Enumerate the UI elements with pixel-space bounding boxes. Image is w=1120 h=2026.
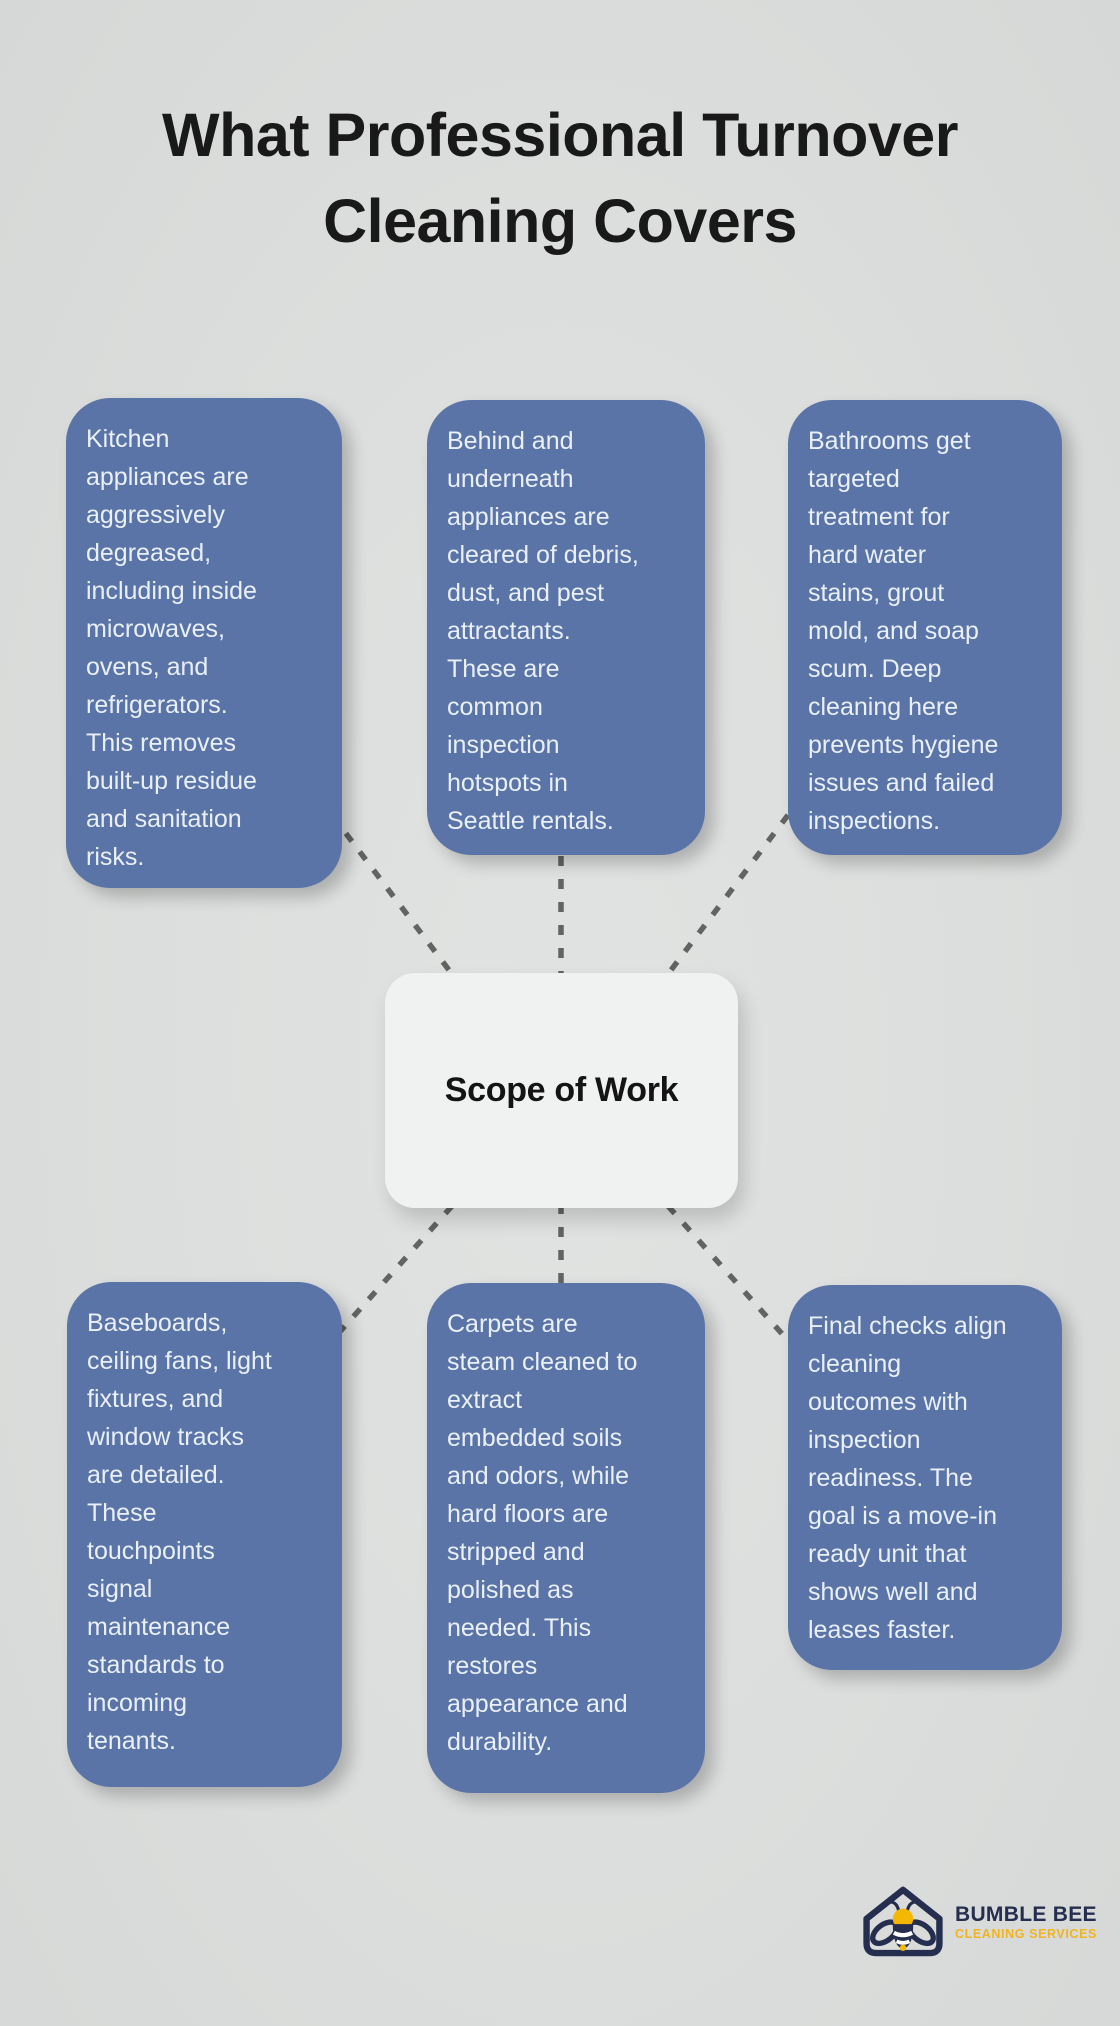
node-baseboards-fixtures: Baseboards, ceiling fans, light fixtures… [67, 1282, 342, 1787]
center-node-label: Scope of Work [444, 1071, 679, 1109]
center-node: Scope of Work [385, 973, 738, 1208]
bumble-bee-logo: BUMBLE BEE CLEANING SERVICES [858, 1884, 1097, 1960]
connector-line-bottom-left [333, 1204, 455, 1338]
node-final-checks: Final checks align cleaning outcomes wit… [788, 1285, 1062, 1670]
bee-house-icon [863, 1886, 943, 1957]
page-title: What Professional Turnover Cleaning Cove… [162, 101, 958, 255]
node-carpets-floors: Carpets are steam cleaned to extract emb… [427, 1283, 705, 1793]
logo-name: BUMBLE BEE [955, 1902, 1097, 1926]
logo-tagline: CLEANING SERVICES [955, 1926, 1097, 1941]
connector-line-bottom-right [665, 1204, 787, 1338]
logo-text: BUMBLE BEE CLEANING SERVICES [955, 1902, 1097, 1941]
node-bathrooms: Bathrooms get targeted treatment for har… [788, 400, 1062, 855]
node-kitchen-appliances: Kitchen appliances are aggressively degr… [66, 398, 342, 888]
node-behind-appliances: Behind and underneath appliances are cle… [427, 400, 705, 855]
